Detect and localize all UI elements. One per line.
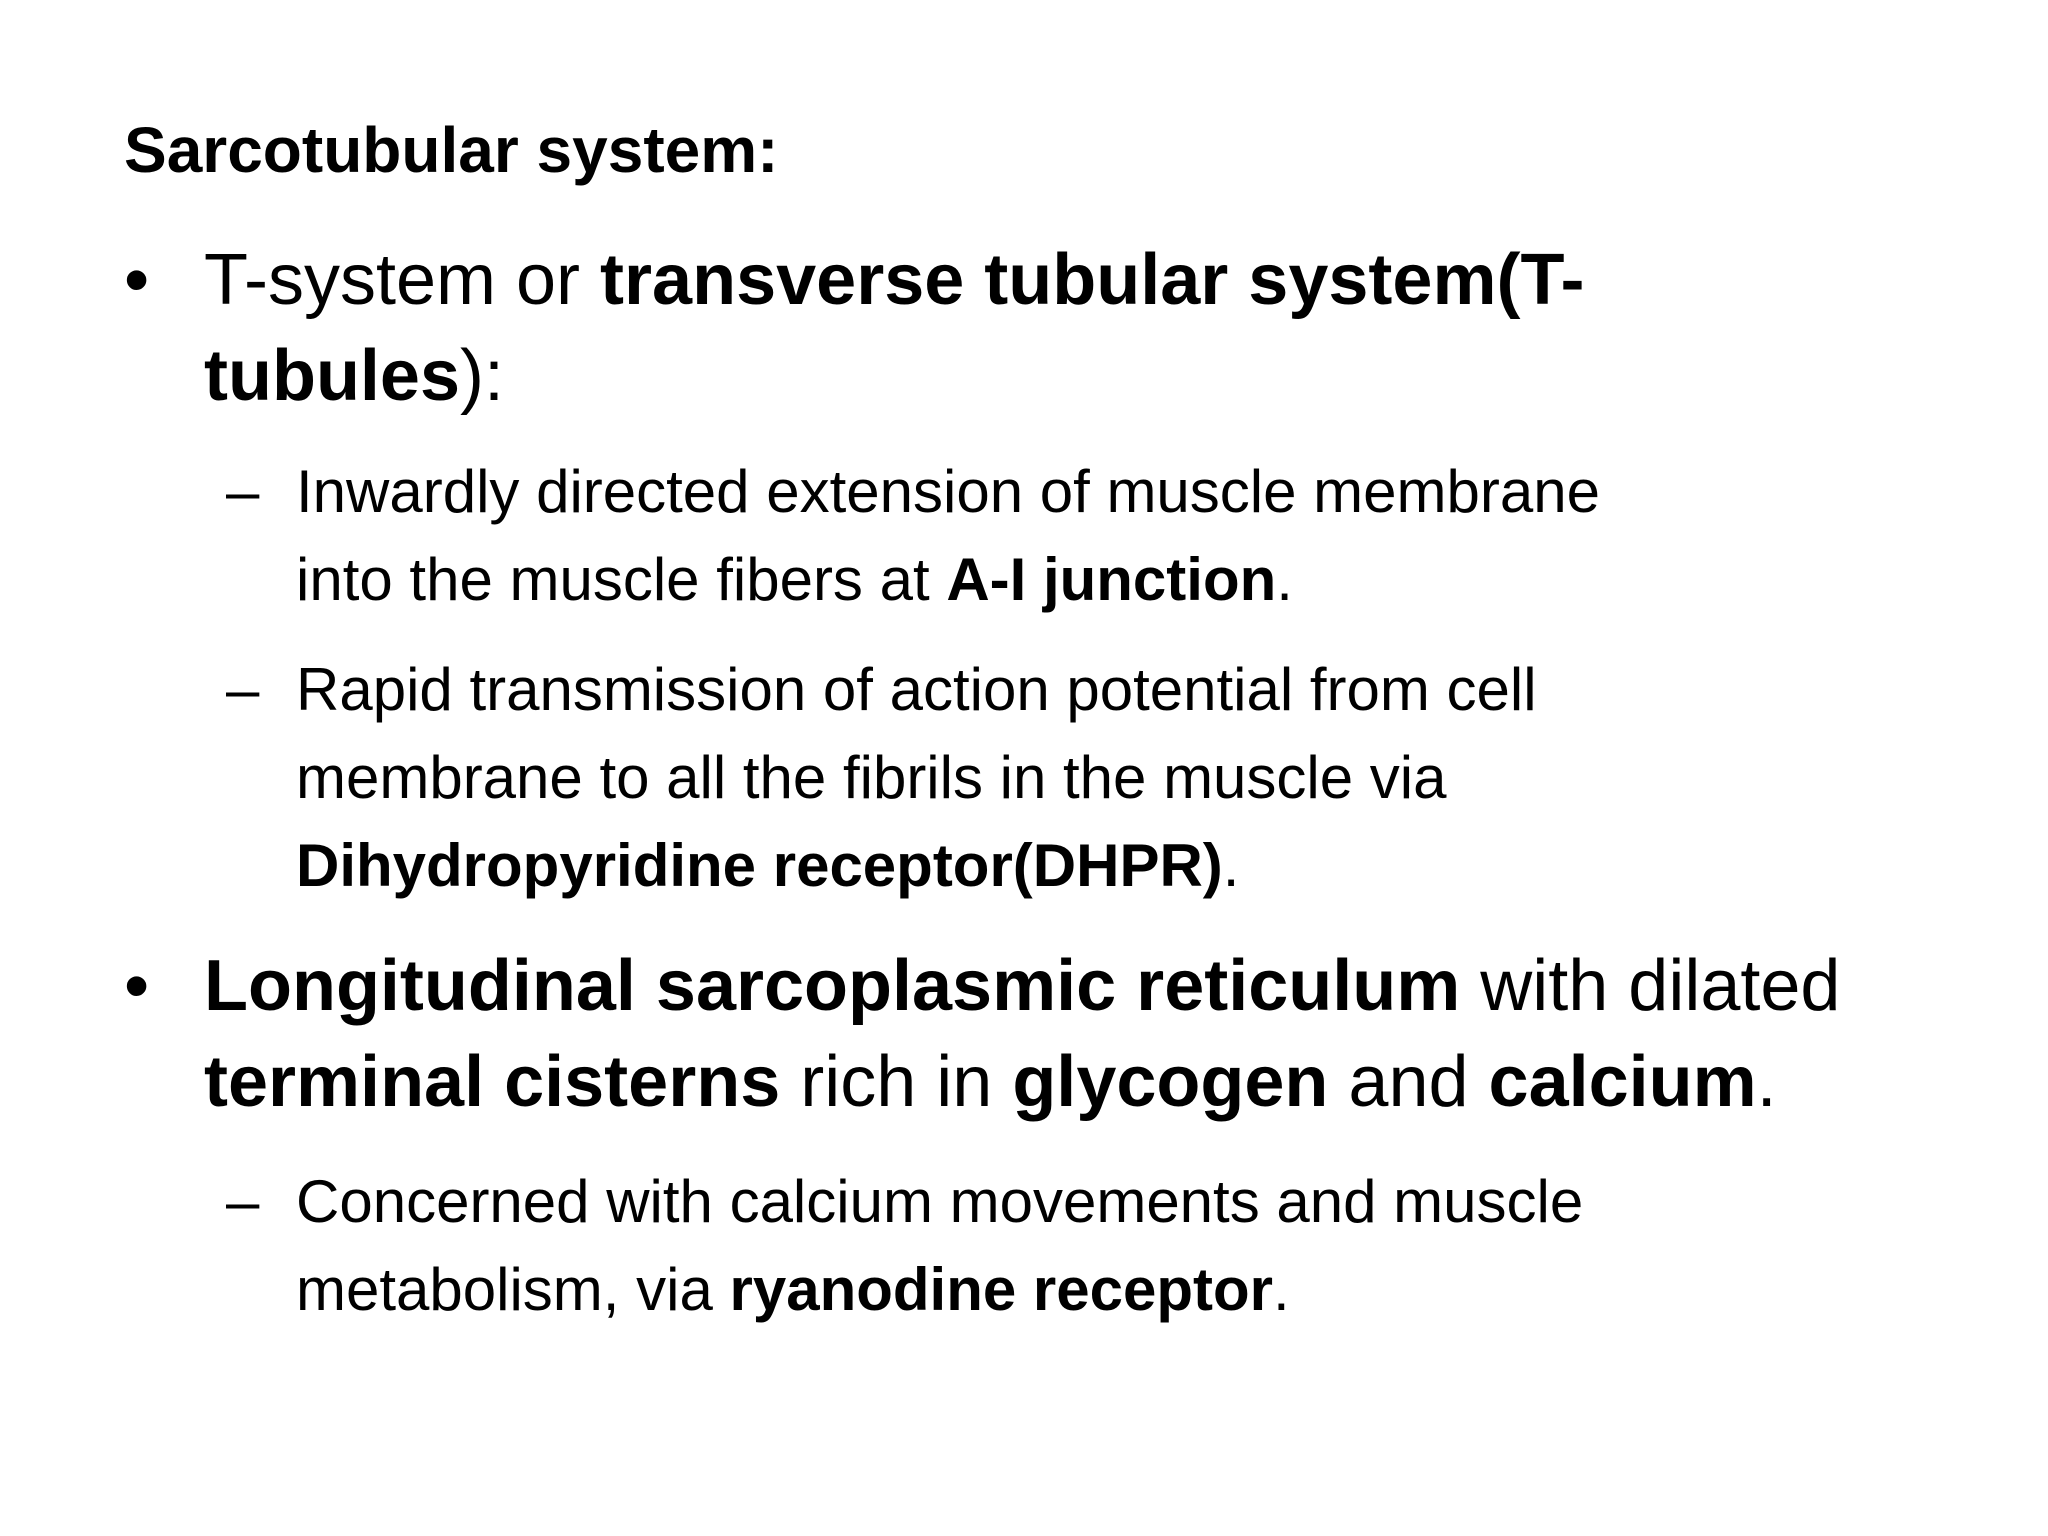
text-run: into the muscle fibers at: [296, 546, 947, 613]
sub-line: Rapid transmission of action potential f…: [296, 656, 1537, 723]
sub-marker: –: [226, 656, 260, 723]
sub-line: metabolism, via ryanodine receptor.: [296, 1246, 1583, 1334]
bullet-line: T-system or transverse tubular system(T-: [204, 232, 1584, 328]
sub-marker: –: [226, 1168, 260, 1235]
bullet-text: T-system or transverse tubular system(T-…: [204, 232, 1584, 424]
bullet-marker: •: [124, 946, 150, 1026]
text-run: .: [1276, 546, 1293, 613]
bold-run: ryanodine receptor: [729, 1256, 1273, 1323]
sub-text: Concerned with calcium movements and mus…: [296, 1158, 1583, 1334]
text-run: with dilated: [1460, 946, 1841, 1026]
text-run: .: [1222, 832, 1240, 899]
sub-text: Inwardly directed extension of muscle me…: [296, 448, 1600, 624]
slide-title: Sarcotubular system:: [124, 114, 779, 186]
sub-line: membrane to all the fibrils in the muscl…: [296, 744, 1447, 811]
bold-run: tubules: [204, 336, 461, 416]
text-run: T-system or: [204, 240, 601, 320]
sub-line: Inwardly directed extension of muscle me…: [296, 458, 1600, 525]
bullet-line: Longitudinal sarcoplasmic reticulum with…: [204, 938, 1840, 1034]
sub-line: Dihydropyridine receptor(DHPR).: [296, 822, 1537, 910]
text-run: rich in: [780, 1042, 1013, 1122]
bold-run: terminal cisterns: [204, 1042, 781, 1122]
sub-text: Rapid transmission of action potential f…: [296, 646, 1537, 910]
text-run: metabolism, via: [296, 1256, 730, 1323]
text-run: .: [1756, 1042, 1777, 1122]
sub-line: Concerned with calcium movements and mus…: [296, 1168, 1584, 1235]
sub-marker: –: [226, 458, 260, 525]
bullet-marker: •: [124, 240, 150, 320]
bullet-line: terminal cisterns rich in glycogen and c…: [204, 1034, 1840, 1130]
bold-run: Longitudinal sarcoplasmic reticulum: [204, 946, 1461, 1026]
bullet-text: Longitudinal sarcoplasmic reticulum with…: [204, 938, 1840, 1130]
text-run: and: [1328, 1042, 1489, 1122]
text-run: .: [1272, 1256, 1290, 1323]
bold-run: A-I junction: [946, 546, 1277, 613]
bullet-line: tubules):: [204, 328, 1584, 424]
text-run: ):: [460, 336, 504, 416]
sub-line: into the muscle fibers at A-I junction.: [296, 536, 1600, 624]
bold-run: calcium: [1488, 1042, 1757, 1122]
bold-run: transverse tubular system(T-: [600, 240, 1585, 320]
bold-run: glycogen: [1012, 1042, 1329, 1122]
bold-run: Dihydropyridine receptor(DHPR): [296, 832, 1223, 899]
